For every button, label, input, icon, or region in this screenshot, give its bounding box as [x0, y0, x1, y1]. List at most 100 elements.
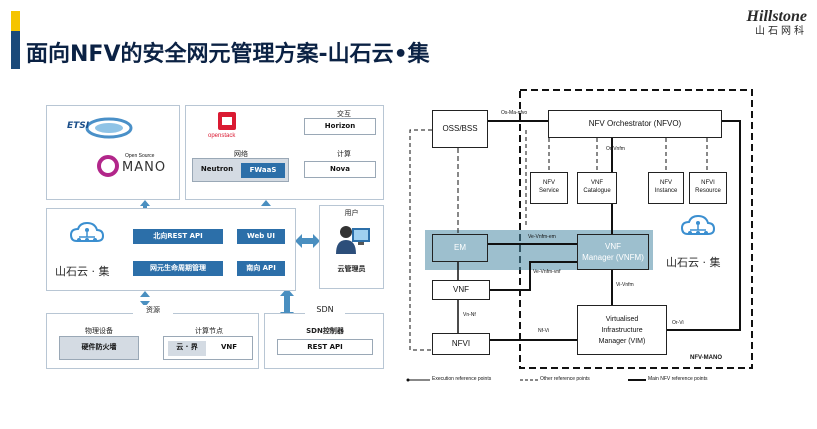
hw-firewall-box: 硬件防火墙	[64, 341, 134, 356]
compute-node-group: 云 · 界 VNF	[163, 336, 253, 360]
hillstone-logo: Hillstone 山石网科	[747, 8, 807, 38]
compute-node-label: 计算节点	[195, 327, 223, 335]
mano-text: MANO	[122, 160, 167, 175]
arrow-openstack-up	[261, 200, 271, 206]
nfvi-resource-box: NFVI Resource	[689, 172, 727, 204]
openstack-text: openstack	[208, 133, 236, 139]
vim-line2: Infrastructure	[601, 327, 643, 334]
em-box: EM	[432, 234, 488, 262]
nfv-instance-box: NFV Instance	[648, 172, 684, 204]
etsi-logo-icon	[85, 117, 133, 139]
physical-group: 硬件防火墙	[59, 336, 139, 360]
horizon-box: Horizon	[304, 118, 376, 135]
lifecycle-box: 网元生命周期管理	[133, 261, 223, 276]
network-group: Neutron FWaaS	[192, 158, 289, 182]
nfv-service-box: NFV Service	[530, 172, 568, 204]
nfv-mano-boundary	[519, 89, 753, 369]
arrow-user-shaft	[300, 238, 314, 244]
nova-box: Nova	[304, 161, 376, 178]
vnfm-box: VNF Manager (VNFM)	[577, 234, 649, 270]
arrow-mano-up	[140, 200, 150, 208]
cloud-network-icon-right	[680, 214, 716, 235]
open-source-text: Open Source	[125, 153, 155, 159]
nfv-service-line2: Service	[538, 188, 559, 194]
or-vi-label: Or-Vi	[672, 320, 684, 326]
sdn-label: SDN	[305, 305, 345, 314]
vnfm-line2: Manager (VNFM)	[582, 253, 644, 262]
etsi-text: ETSI	[67, 121, 90, 131]
resources-box: 资源 物理设备 硬件防火墙 计算节点 云 · 界 VNF	[46, 305, 259, 369]
vim-line1: Virtualised	[605, 316, 639, 323]
nfv-instance-line1: NFV	[660, 180, 672, 186]
vn-nf-label: Vn-Nf	[463, 312, 476, 318]
nfvi-box: NFVI	[432, 333, 490, 355]
cloud-admin-label: 云管理员	[337, 265, 366, 273]
vnf-box: VNF	[210, 341, 248, 356]
sdn-controller-label: SDN控制器	[306, 327, 344, 335]
oss-nfvi-dashed	[409, 129, 432, 351]
nfv-service-line1: NFV	[543, 180, 555, 186]
or-vi-line	[667, 120, 741, 331]
openstack-logo-icon	[218, 112, 236, 130]
logo-cn: 山石网科	[755, 26, 807, 37]
ve-vnfm-em-label: Ve-Vnfm-em	[528, 234, 556, 240]
nf-vi-label: Nf-Vi	[538, 328, 550, 334]
logo-en: Hillstone	[746, 8, 807, 25]
north-api-box: 北向REST API	[133, 229, 223, 244]
vim-line3: Manager (VIM)	[598, 338, 646, 345]
legend-main-text: Main NFV reference points	[648, 376, 708, 382]
arrow-sdn-up	[280, 288, 294, 296]
cloud-world-box: 云 · 界	[168, 341, 206, 356]
arrow-user-right	[313, 234, 320, 248]
fwaas-box: FWaaS	[241, 163, 285, 178]
highlight-band	[425, 230, 653, 270]
rest-api-box: REST API	[277, 339, 373, 355]
vnf-catalogue-line2: Catalogue	[583, 188, 611, 194]
etsi-logo: ETSI	[65, 116, 135, 140]
yunji-brand: 山石云 · 集	[55, 265, 110, 278]
or-vnfm-label: Or-Vnfm	[606, 146, 625, 152]
oss-bss-box: OSS/BSS	[432, 110, 488, 148]
user-label: 用户	[344, 209, 359, 217]
ve-vnfm-vnf-label: Ve-Vnfm-vnf	[533, 269, 561, 275]
interact-label: 交互	[337, 110, 351, 118]
mano-logo-icon	[97, 155, 119, 177]
compute-label: 计算	[337, 150, 351, 158]
arrow-res-down	[140, 301, 150, 307]
arrow-sdn-shaft	[284, 293, 290, 314]
arrow-user-left	[295, 234, 302, 248]
nfv-mano-label: NFV-MANO	[690, 355, 722, 361]
vnf-catalogue-line1: VNF	[591, 180, 603, 186]
yunji-box: 山石云 · 集 北向REST API Web UI 网元生命周期管理 南向 AP…	[46, 208, 296, 291]
south-api-box: 南向 API	[237, 261, 285, 276]
os-ma-nfvo-label: Os-Ma-nfvo	[501, 110, 528, 116]
web-ui-box: Web UI	[237, 229, 285, 244]
nfvi-resource-line1: NFVI	[701, 180, 715, 186]
ve-vnfm-vnf-line	[490, 261, 577, 291]
nfvi-resource-line2: Resource	[695, 188, 721, 194]
openstack-box: openstack 交互 Horizon 网络 Neutron FWaaS 计算…	[185, 105, 384, 200]
admin-user-icon	[336, 226, 370, 254]
arrow-res-up	[140, 291, 150, 297]
legend-exec-text: Execution reference points	[432, 376, 492, 382]
resources-label: 资源	[133, 305, 173, 315]
nfvo-box: NFV Orchestrator (NFVO)	[548, 110, 722, 138]
vnf-catalogue-box: VNF Catalogue	[577, 172, 617, 204]
etsi-mano-box: ETSI Open Source MANO	[46, 105, 180, 200]
nfv-instance-line2: Instance	[654, 188, 678, 194]
neutron-box: Neutron	[196, 163, 238, 178]
sdn-box: SDN SDN控制器 REST API	[264, 305, 384, 369]
vnf-box-right: VNF	[432, 280, 490, 300]
legend-other-text: Other reference points	[540, 376, 590, 382]
vnfm-line1: VNF	[605, 242, 621, 251]
user-box: 用户 云管理员	[319, 205, 384, 289]
title-accent-yellow	[11, 11, 20, 31]
cloud-network-icon	[69, 221, 105, 242]
vi-vnfm-label: Vi-Vnfm	[616, 282, 634, 288]
physical-device-label: 物理设备	[85, 327, 113, 335]
network-label: 网络	[234, 150, 248, 158]
page-title: 面向NFV的安全网元管理方案-山石云•集	[26, 42, 430, 67]
title-accent-navy	[11, 31, 20, 69]
yunji-brand-right: 山石云 · 集	[666, 256, 721, 269]
